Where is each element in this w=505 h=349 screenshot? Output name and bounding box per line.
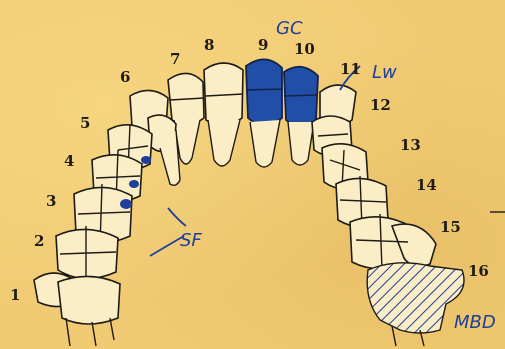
tooth-number-13: 13: [400, 136, 421, 154]
tooth-number-1: 1: [10, 286, 20, 304]
tooth-1: [34, 273, 120, 346]
annotation-lw: Lw: [372, 62, 397, 83]
tooth-number-15: 15: [440, 218, 461, 236]
tooth-number-7: 7: [170, 50, 180, 68]
tooth-number-2: 2: [34, 232, 44, 250]
tooth-number-4: 4: [64, 152, 74, 170]
tooth-number-9: 9: [258, 36, 268, 54]
tooth-10: [284, 67, 318, 165]
tooth-15: [350, 214, 436, 270]
tooth-number-10: 10: [294, 40, 315, 58]
tooth-8: [204, 63, 243, 166]
tooth-number-14: 14: [416, 176, 437, 194]
tooth-2: [56, 226, 118, 282]
tooth-number-3: 3: [46, 192, 56, 210]
tooth-number-6: 6: [120, 68, 130, 86]
annotation-sf: SF: [180, 230, 202, 251]
tooth-number-16: 16: [468, 262, 489, 280]
tooth-9: [246, 59, 282, 167]
tooth-number-8: 8: [204, 36, 214, 54]
sf-pointer-upper: [168, 208, 186, 226]
tooth-number-12: 12: [370, 96, 391, 114]
sf-pointer-lower: [150, 236, 184, 256]
tooth-number-11: 11: [340, 60, 361, 78]
tooth-16: [367, 263, 464, 346]
tooth-number-5: 5: [80, 114, 90, 132]
annotation-mbd: MBD: [454, 312, 496, 333]
annotation-gc: GC: [276, 18, 303, 39]
